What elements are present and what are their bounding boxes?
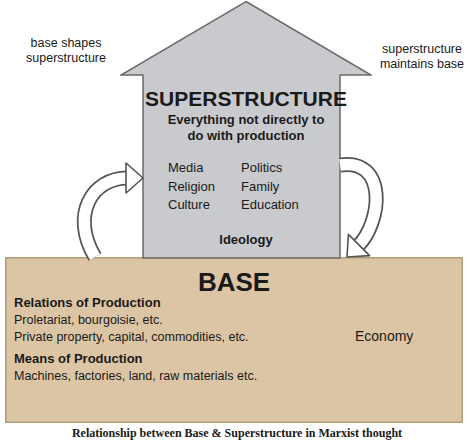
- economy-label: Economy: [355, 328, 413, 345]
- subheading: Means of Production: [14, 351, 143, 367]
- subheading: Relations of Production: [14, 295, 161, 311]
- arrow-heads: [347, 234, 370, 257]
- list-item: Culture: [168, 197, 210, 213]
- superstructure-house: SUPERSTRUCTUREEverything not directly to…: [120, 0, 372, 259]
- ideology-label: Ideology: [120, 232, 372, 248]
- arrow-heads: [126, 163, 143, 193]
- arrow-body: [340, 164, 376, 246]
- arrow-head: [126, 163, 143, 193]
- curved-arrow: [340, 164, 376, 257]
- section-title: BASE: [5, 267, 463, 298]
- arrow-outline: [84, 178, 127, 257]
- house-shape: [121, 2, 371, 259]
- list-item: Education: [241, 197, 299, 213]
- list-item: Machines, factories, land, raw materials…: [14, 369, 257, 384]
- arrow-label: superstructure maintains base: [372, 42, 472, 72]
- list-item: Media: [168, 160, 203, 176]
- arrow-head: [347, 234, 370, 257]
- section-title: SUPERSTRUCTURE: [120, 86, 372, 111]
- arrow-outline: [340, 164, 376, 246]
- arrow-label: base shapes superstructure: [6, 36, 126, 66]
- arrow-body: [84, 178, 127, 257]
- list-item: Politics: [241, 160, 282, 176]
- description: Everything not directly to do with produ…: [165, 112, 327, 143]
- curved-arrow: [84, 163, 143, 257]
- figure-caption: Relationship between Base & Superstructu…: [0, 426, 474, 441]
- list-item: Proletariat, bourgoisie, etc.: [14, 313, 163, 328]
- base-shape: [6, 258, 463, 423]
- list-item: Private property, capital, commodities, …: [14, 330, 249, 345]
- base-block: BASERelations of ProductionProletariat, …: [5, 257, 463, 423]
- list-item: Religion: [168, 179, 215, 195]
- list-item: Family: [241, 179, 279, 195]
